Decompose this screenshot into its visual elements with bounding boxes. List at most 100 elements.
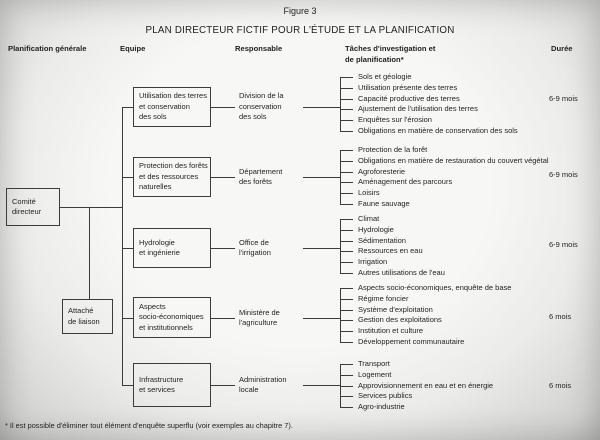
footnote: * Il est possible d'éliminer tout élémen… [5,421,293,430]
connector-team-to-responsable [211,385,235,386]
task-tick [340,109,353,110]
task-tick [340,150,353,151]
task-tick [340,288,353,289]
responsable-label: Département des forêts [239,166,283,187]
team-box: Infrastructure et services [133,363,211,407]
connector-trunk-to-team [122,318,133,319]
task-tick [340,331,353,332]
task-tick [340,386,353,387]
attache-liaison-label: Attaché de liaison [68,306,100,326]
task-tick [340,204,353,205]
task-tick [340,99,353,100]
connector-trunk-to-team [122,107,133,108]
task-tick [340,342,353,343]
task-tick [340,364,353,365]
task-tick [340,219,353,220]
task-item: Aménagement des parcours [358,177,453,186]
task-item: Irrigation [358,257,388,266]
task-item: Faune sauvage [358,199,410,208]
comite-directeur-label: Comité directeur [12,196,42,217]
responsable-label: Office de l'irrigation [239,237,271,258]
task-item: Capacité productive des terres [358,94,460,103]
team-box: Aspects socio-économiques et institution… [133,297,211,338]
task-tick [340,230,353,231]
duration-label: 6 mois [549,312,572,321]
connector-team-to-responsable [211,248,235,249]
responsable-label: Administration locale [239,374,287,395]
task-item: Hydrologie [358,225,394,234]
team-box: Protection des forêts et des ressources … [133,157,211,197]
page-title: PLAN DIRECTEUR FICTIF POUR L'ÉTUDE ET LA… [145,25,455,36]
duration-label: 6 mois [549,381,572,390]
task-item: Agroforesterie [358,167,406,176]
task-tick [340,77,353,78]
column-header-responsable: Responsable [235,44,283,53]
duration-label: 6-9 mois [549,94,578,103]
column-header-taches: Tâches d'investigation et de planificati… [345,44,436,64]
task-tick [340,193,353,194]
task-item: Ajustement de l'utilisation des terres [358,104,478,113]
task-tick [340,241,353,242]
connector-trunk-to-team [122,248,133,249]
team-box: Utilisation des terres et conservation d… [133,87,211,127]
connector-team-to-responsable [211,177,235,178]
column-header-duree: Durée [551,44,573,53]
task-tick [340,262,353,263]
connector-responsable-to-tasks [303,177,340,178]
task-item: Système d'exploitation [358,305,433,314]
column-header-planification: Planification générale [8,44,87,53]
connector-responsable-to-tasks [303,318,340,319]
task-bracket-spine [340,219,341,273]
task-item: Loisirs [358,188,380,197]
task-tick [340,310,353,311]
trunk-line [122,107,123,385]
task-bracket-spine [340,288,341,342]
task-bracket-spine [340,150,341,204]
task-item: Enquêtes sur l'érosion [358,115,432,124]
responsable-label: Ministère de l'agriculture [239,307,280,328]
attache-liaison-box: Attaché de liaison [62,299,113,334]
connector-team-to-responsable [211,107,235,108]
task-tick [340,273,353,274]
task-item: Transport [358,359,390,368]
task-item: Obligations en matière de conservation d… [358,126,518,135]
task-tick [340,251,353,252]
task-item: Institution et culture [358,326,424,335]
task-item: Autres utilisations de l'eau [358,268,445,277]
connector-to-attache [89,207,90,299]
task-item: Obligations en matière de restauration d… [358,156,549,165]
duration-label: 6-9 mois [549,240,578,249]
connector-responsable-to-tasks [303,385,340,386]
task-item: Régime foncier [358,294,409,303]
task-tick [340,88,353,89]
column-header-equipe: Equipe [120,44,146,53]
task-tick [340,407,353,408]
task-item: Protection de la forêt [358,145,428,154]
task-item: Ressources en eau [358,246,423,255]
figure-label: Figure 3 [283,6,317,16]
connector-team-to-responsable [211,318,235,319]
task-item: Sols et géologie [358,72,412,81]
team-box: Hydrologie et ingénierie [133,228,211,268]
task-item: Aspects socio-économiques, enquête de ba… [358,283,512,292]
task-tick [340,120,353,121]
task-item: Approvisionnement en eau et en énergie [358,381,494,390]
task-tick [340,320,353,321]
task-item: Sédimentation [358,236,406,245]
connector-responsable-to-tasks [303,248,340,249]
task-item: Logement [358,370,392,379]
task-tick [340,161,353,162]
task-item: Développement communautaire [358,337,465,346]
task-bracket-spine [340,77,341,131]
task-item: Climat [358,214,380,223]
responsable-label: Division de la conservation des sols [239,91,284,122]
connector-comite-to-trunk [59,207,123,208]
connector-trunk-to-team [122,177,133,178]
task-tick [340,299,353,300]
task-tick [340,182,353,183]
duration-label: 6-9 mois [549,170,578,179]
connector-responsable-to-tasks [303,107,340,108]
task-tick [340,131,353,132]
task-item: Utilisation présente des terres [358,83,458,92]
